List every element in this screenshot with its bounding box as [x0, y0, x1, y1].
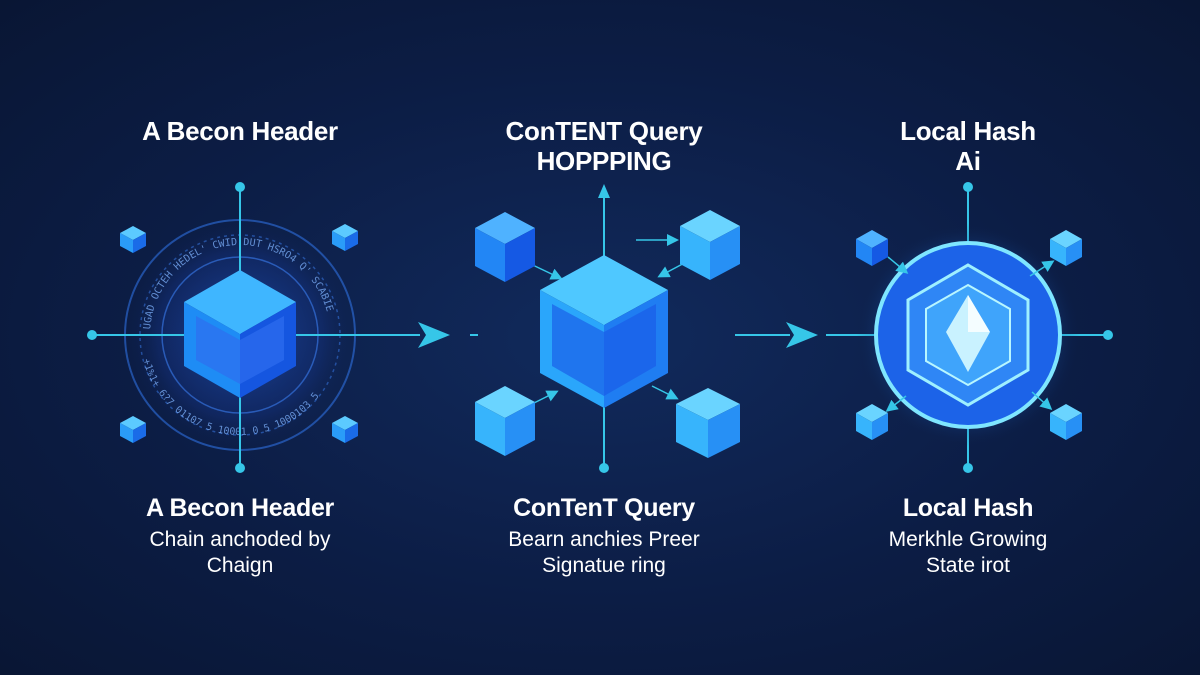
panel-3-connector-bottom-right	[1031, 391, 1053, 410]
panel-2-cube-bottom-right	[676, 388, 740, 458]
panel-3-cube-top-right	[1050, 230, 1082, 266]
panel-1-cube-top-right	[332, 224, 358, 251]
panel-2-node-bottom	[599, 463, 609, 473]
panel-1-node-left	[87, 330, 97, 340]
panel-2-title-line-1: ConTENT Query	[505, 116, 703, 146]
panel-2-cube-top-left	[475, 212, 535, 282]
panel-3-node-bottom	[963, 463, 973, 473]
panel-2-caption-line-1: Bearn anchies Preer	[508, 528, 700, 551]
panel-3-caption-line-1: Merkhle Growing	[888, 528, 1048, 551]
panel-3-connector-top-left	[887, 256, 909, 274]
panel-1-graphic: UGAD OCTEH HEDEL' CWID DUT HSRO4 Q' SCAB…	[87, 182, 420, 473]
panel-1-title-line-1: A Becon Header	[142, 116, 338, 146]
panel-3-title-line-1: Local Hash	[900, 116, 1036, 146]
panel-1-cube-bottom-right	[332, 416, 358, 443]
panel-1-node-top	[235, 182, 245, 192]
panel-3-caption: Merkhle Growing State irot	[808, 527, 1128, 579]
panel-3-connector-top-right	[1029, 260, 1055, 277]
panel-3-cube-bottom-left	[856, 404, 888, 440]
panel-2-caption-line-2: Signatue ring	[542, 554, 666, 577]
panel-1-caption: Chain anchoded by Chaign	[80, 527, 400, 579]
panel-1-node-bottom	[235, 463, 245, 473]
panel-3-cube-top-left	[856, 230, 888, 266]
panel-3-connector-bottom-left	[885, 395, 907, 412]
panel-1-caption-line-1: Chain anchoded by	[149, 528, 331, 551]
panel-2-up-arrowhead	[598, 184, 610, 198]
panel-1-heading: A Becon Header	[146, 494, 334, 522]
panel-2-caption: Bearn anchies Preer Signatue ring	[444, 527, 764, 579]
panel-3-cube-bottom-right	[1050, 404, 1082, 440]
panel-2-graphic	[475, 184, 740, 473]
panel-3-node-right	[1103, 330, 1113, 340]
panel-3-graphic	[826, 182, 1113, 473]
panel-3-title-line-2: Ai	[955, 146, 981, 176]
panel-2-heading: ConTenT Query	[513, 494, 695, 522]
panel-1-caption-line-2: Chaign	[206, 554, 274, 577]
panel-2-connector-bottom-right	[651, 385, 679, 400]
panel-2-title-line-2: HOPPPING	[536, 146, 672, 176]
panel-2-cube-bottom-left	[475, 386, 535, 456]
panel-2-title: ConTENT Query HOPPPING	[444, 116, 764, 176]
arrow-panel-2-to-3	[735, 322, 818, 348]
panel-1-title: A Becon Header	[80, 116, 400, 146]
panel-2-main-cube	[540, 255, 668, 408]
panel-3-node-top	[963, 182, 973, 192]
arrow-panel-1-to-2	[418, 322, 450, 348]
panel-2-cube-top-right	[680, 210, 740, 280]
panel-3-title: Local Hash Ai	[808, 116, 1128, 176]
panel-1-cube-bottom-left	[120, 416, 146, 443]
panel-1-cube-top-left	[120, 226, 146, 253]
panel-3-caption-line-2: State irot	[925, 554, 1011, 577]
panel-1-main-cube	[184, 270, 296, 398]
panel-3-heading: Local Hash	[902, 494, 1034, 522]
